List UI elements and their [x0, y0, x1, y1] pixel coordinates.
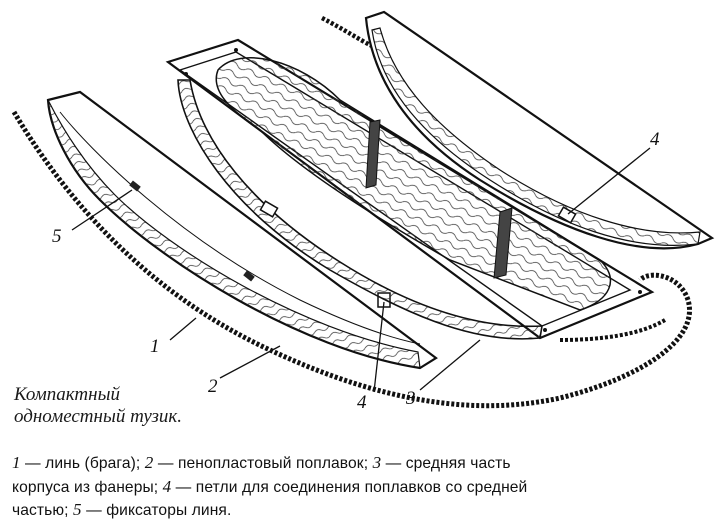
legend-text-3b: корпуса из фанеры;: [12, 478, 163, 496]
legend-line-3: частью; 5 — фиксаторы линя.: [12, 499, 717, 523]
legend-text: 1 — линь (брага); 2 — пенопластовый попл…: [12, 452, 717, 523]
rope-line-tail: [320, 16, 374, 49]
legend-line-2: корпуса из фанеры; 4 — петли для соедине…: [12, 476, 717, 500]
label-1: 1: [150, 336, 160, 357]
figure-caption: Компактный одноместный тузик.: [14, 384, 182, 428]
legend-num-4: 4: [162, 476, 172, 496]
label-3: 3: [405, 388, 416, 409]
rope-line: [11, 110, 692, 409]
legend-text-2: — пенопластовый поплавок;: [153, 455, 373, 472]
legend-num-2: 2: [144, 453, 154, 472]
legend-text-3: — средняя часть: [381, 455, 511, 472]
label-2: 2: [208, 376, 218, 397]
legend-num-1: 1: [12, 453, 21, 472]
legend-text-4b: частью;: [12, 502, 74, 519]
label-5: 5: [52, 226, 62, 247]
right-float: [364, 10, 715, 250]
rope-end: [559, 318, 667, 342]
legend-num-3: 3: [372, 453, 382, 472]
legend-line-1: 1 — линь (брага); 2 — пенопластовый попл…: [12, 452, 717, 476]
label-4-right: 4: [650, 129, 660, 150]
leader-lines: [71, 147, 651, 393]
legend-num-5: 5: [73, 500, 82, 519]
legend-text-1: — линь (брага);: [20, 455, 145, 472]
legend-text-5: — фиксаторы линя.: [81, 502, 232, 519]
caption-line-2: одноместный тузик.: [14, 406, 183, 427]
legend-text-4: — петли для соединения поплавков со сред…: [171, 478, 528, 496]
label-4-left: 4: [357, 392, 367, 413]
center-hull: [165, 38, 655, 340]
caption-line-1: Компактный: [14, 384, 120, 405]
